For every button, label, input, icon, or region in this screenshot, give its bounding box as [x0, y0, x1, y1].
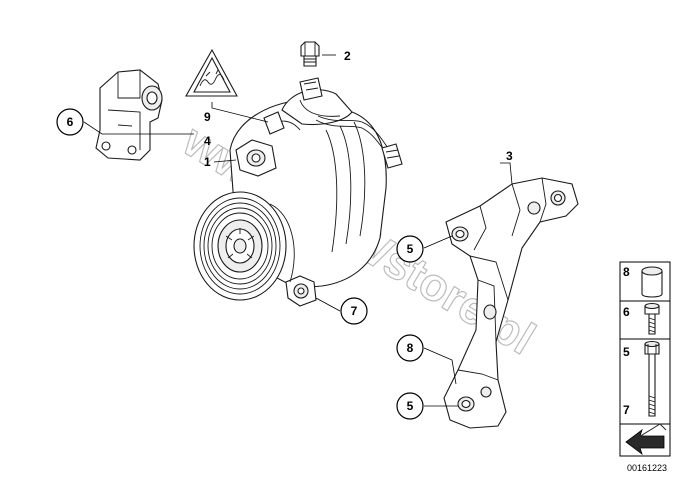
fastener-legend: 8 6 5 7 — [619, 261, 671, 457]
callout-number: 8 — [407, 341, 414, 355]
part-number-1: 1 — [204, 155, 211, 169]
callout-number: 5 — [407, 242, 414, 256]
callout-8: 8 — [396, 334, 424, 362]
part-number-4: 4 — [204, 134, 211, 148]
leader-lines — [83, 54, 513, 407]
callout-number: 5 — [407, 399, 414, 413]
legend-number-5: 5 — [623, 345, 630, 359]
callout-5-upper: 5 — [396, 235, 424, 263]
bracket-part-6 — [95, 69, 163, 161]
spacer-sleeve-icon — [641, 266, 663, 298]
fitting-part-2 — [300, 41, 320, 67]
callout-number: 7 — [351, 304, 358, 318]
legend-number-8: 8 — [623, 265, 630, 279]
callout-5-lower: 5 — [396, 392, 424, 420]
callout-number: 6 — [67, 115, 74, 129]
part-number-2: 2 — [344, 49, 351, 63]
view-direction-arrow-icon — [625, 423, 667, 456]
legend-number-7: 7 — [623, 403, 630, 417]
legend-number-6: 6 — [623, 305, 630, 319]
mounting-bracket-part-3 — [443, 177, 579, 429]
part-number-9: 9 — [204, 110, 211, 124]
callout-6: 6 — [56, 108, 84, 136]
short-bolt-icon — [644, 302, 660, 335]
long-bolt-icon — [644, 340, 660, 417]
image-number: 00161223 — [627, 463, 667, 473]
warning-label-part-9 — [185, 48, 238, 97]
ac-compressor-part-1 — [193, 77, 403, 307]
part-number-3: 3 — [506, 149, 513, 163]
callout-7: 7 — [340, 297, 368, 325]
